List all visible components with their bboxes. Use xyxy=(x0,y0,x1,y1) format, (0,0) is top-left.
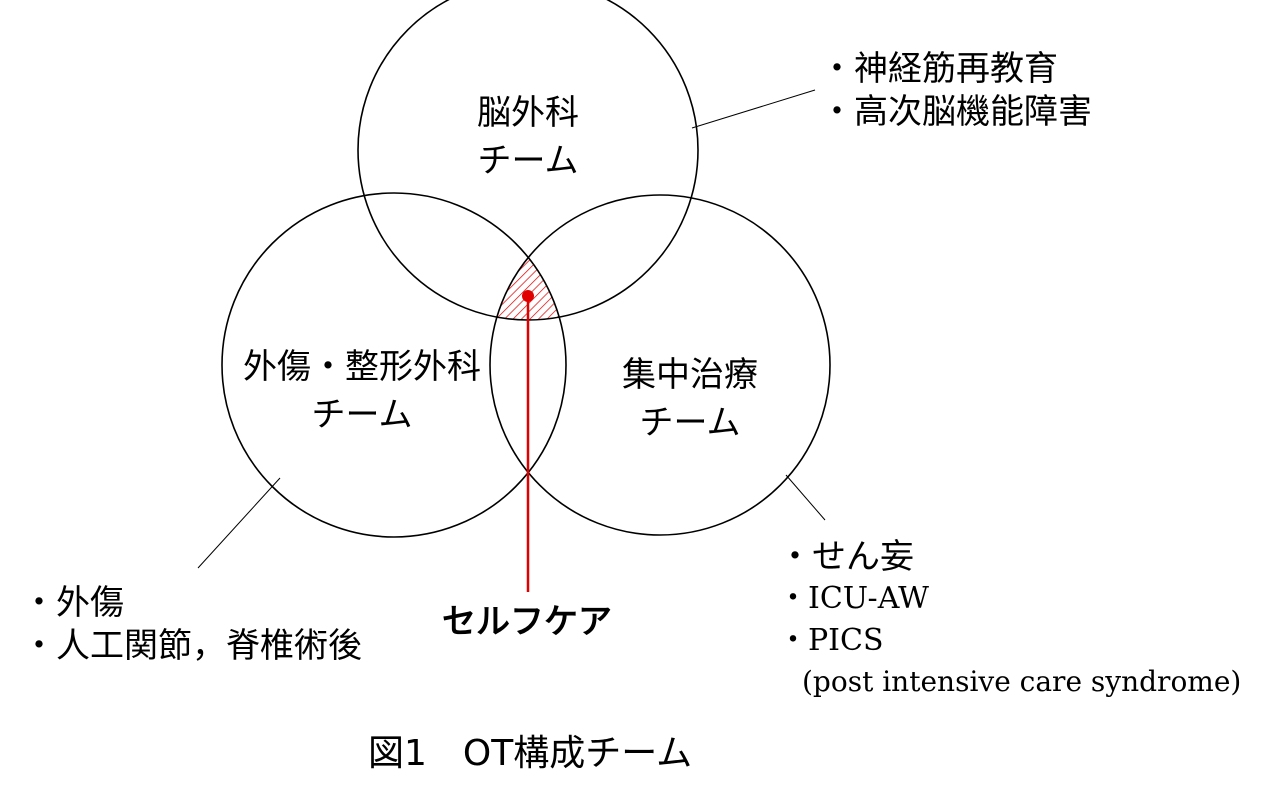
top-notes: ・神経筋再教育 ・高次脳機能障害 xyxy=(820,52,1092,129)
selfcare-label: セルフケア xyxy=(442,602,612,642)
selfcare-pointer-dot xyxy=(522,290,534,302)
figure-caption: 図1 OT構成チーム xyxy=(368,733,693,774)
left-notes: ・外傷 ・人工関節，脊椎術後 xyxy=(22,586,362,663)
left-note-2: ・人工関節，脊椎術後 xyxy=(22,626,362,666)
right-note-4: (post intensive care syndrome) xyxy=(802,665,1242,698)
left-circle-label: 外傷・整形外科 チーム xyxy=(232,350,492,432)
leader-line-right xyxy=(785,474,826,521)
top-note-2: ・高次脳機能障害 xyxy=(820,92,1092,132)
top-note-1: ・神経筋再教育 xyxy=(820,49,1058,89)
right-circle-label-line2: チーム xyxy=(639,403,741,443)
right-circle-label: 集中治療 チーム xyxy=(605,358,775,440)
circle-intensive-care xyxy=(489,194,831,536)
left-circle-label-line1: 外傷・整形外科 xyxy=(243,347,481,387)
top-circle-label: 脳外科 チーム xyxy=(468,96,588,178)
right-note-3: ・PICS xyxy=(778,623,884,658)
circle-trauma-orthopedics xyxy=(221,192,567,538)
right-notes: ・せん妄 ・ICU-AW ・PICS (post intensive care … xyxy=(778,540,1241,696)
leader-line-left xyxy=(197,477,281,569)
right-circle-label-line1: 集中治療 xyxy=(622,355,758,395)
right-note-1: ・せん妄 xyxy=(778,537,914,577)
top-circle-label-line1: 脳外科 xyxy=(477,93,579,133)
top-circle-label-line2: チーム xyxy=(477,141,579,181)
left-circle-label-line2: チーム xyxy=(311,395,413,435)
right-note-2: ・ICU-AW xyxy=(778,581,929,616)
leader-line-top xyxy=(691,89,816,129)
left-note-1: ・外傷 xyxy=(22,583,124,623)
